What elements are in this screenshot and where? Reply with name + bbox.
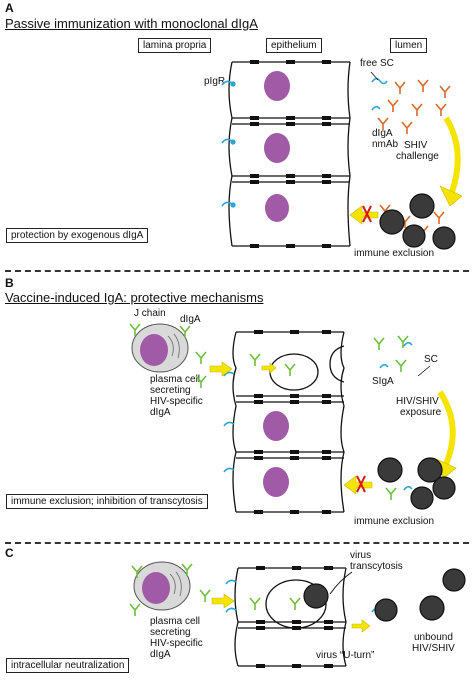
green-antibodies-c bbox=[129, 563, 301, 616]
j-chain-label: J chain bbox=[134, 308, 166, 319]
diga-nmab-label-line1: dIgA bbox=[372, 128, 393, 139]
diga-label-b: dIgA bbox=[180, 314, 201, 325]
tight-junctions-a bbox=[250, 60, 331, 248]
plasma-cell-b-line2: secreting bbox=[150, 385, 191, 396]
tight-junctions-c bbox=[256, 566, 333, 668]
divider-ab bbox=[5, 270, 469, 272]
diga-nmab-label-line2: nmAb bbox=[372, 139, 399, 150]
immune-exclusion-label-b: immune exclusion bbox=[354, 516, 435, 527]
panel-b-label: B bbox=[5, 276, 14, 290]
plasma-cell-b-line1: plasma cell bbox=[150, 374, 201, 385]
virus-particles-a bbox=[379, 193, 456, 250]
virus-transcytosis-line2: transcytosis bbox=[350, 561, 403, 572]
block-cross-a bbox=[362, 205, 372, 223]
hiv-shiv-exposure-line2: exposure bbox=[400, 407, 442, 418]
plasma-cell-c bbox=[133, 561, 191, 611]
panel-c: C plasma cell secreting HIV-specific dIg… bbox=[0, 546, 474, 680]
virus-particles-c bbox=[303, 568, 466, 622]
plasma-cell-c-line1: plasma cell bbox=[150, 616, 201, 627]
uturn-arrow bbox=[351, 619, 371, 633]
lamina-propria-label: lamina propria bbox=[138, 38, 212, 53]
unbound-label-line1: unbound bbox=[414, 632, 453, 643]
shiv-challenge-arrow bbox=[443, 116, 461, 193]
plasma-cell-c-line2: secreting bbox=[150, 627, 191, 638]
secretion-arrow-b bbox=[209, 361, 233, 377]
sc-label: SC bbox=[424, 354, 438, 365]
tight-junctions-b bbox=[254, 330, 331, 514]
secretion-arrow-c bbox=[211, 593, 235, 609]
virus-particles-b bbox=[377, 457, 456, 510]
panel-a-label: A bbox=[5, 1, 14, 15]
panel-b-title: Vaccine-induced IgA: protective mechanis… bbox=[5, 290, 264, 305]
hiv-shiv-exposure-line1: HIV/SHIV bbox=[396, 396, 439, 407]
pigr-receptors-c bbox=[225, 579, 381, 613]
blocked-entry-arrow-a bbox=[349, 205, 379, 225]
plasma-cell-b-line3: HIV-specific bbox=[150, 396, 203, 407]
plasma-cell-c-line4: dIgA bbox=[150, 649, 171, 660]
panel-b: B Vaccine-induced IgA: protective mechan… bbox=[0, 276, 474, 540]
panel-a-caption-box: protection by exogenous dIgA bbox=[6, 228, 149, 243]
free-sc-label: free SC bbox=[360, 58, 394, 69]
panel-c-caption-box: intracellular neutralization bbox=[6, 658, 130, 673]
block-cross-b bbox=[356, 475, 366, 493]
epithelium-label: epithelium bbox=[266, 38, 322, 53]
panel-c-label: C bbox=[5, 546, 14, 560]
panel-b-illustration bbox=[129, 323, 457, 514]
pigr-receptors-b bbox=[223, 341, 413, 491]
exposure-arrow bbox=[437, 390, 456, 466]
divider-bc bbox=[5, 542, 469, 544]
panel-a-title: Passive immunization with monoclonal dIg… bbox=[5, 16, 258, 31]
lumen-label: lumen bbox=[390, 38, 428, 53]
unbound-label-line2: HIV/SHIV bbox=[412, 643, 455, 654]
immune-exclusion-label-a: immune exclusion bbox=[354, 248, 435, 259]
virus-uturn-label: virus “U-turn” bbox=[316, 650, 375, 661]
transcytosis-arrow-b bbox=[261, 362, 277, 374]
plasma-cell-c-line3: HIV-specific bbox=[150, 638, 203, 649]
pigr-receptors-a bbox=[221, 77, 388, 208]
siga-label: SIgA bbox=[372, 376, 394, 387]
plasma-cell-b bbox=[131, 323, 189, 373]
nuclei-a bbox=[264, 71, 290, 222]
epithelial-cells-c bbox=[234, 567, 347, 667]
shiv-challenge-arrowhead bbox=[439, 185, 463, 207]
panel-c-illustration bbox=[129, 561, 466, 668]
transcytosis-pointer bbox=[329, 571, 353, 595]
pigr-label: pIgR bbox=[204, 76, 226, 87]
plasma-cell-b-line4: dIgA bbox=[150, 407, 171, 418]
virus-transcytosis-line1: virus bbox=[350, 550, 372, 561]
nuclei-b bbox=[263, 411, 289, 497]
panel-b-caption-box: immune exclusion; inhibition of transcyt… bbox=[6, 494, 208, 509]
shiv-challenge-label-line2: challenge bbox=[396, 151, 439, 162]
panel-a-illustration bbox=[221, 60, 463, 250]
panel-a: A Passive immunization with monoclonal d… bbox=[0, 0, 474, 268]
shiv-challenge-label-line1: SHIV bbox=[404, 140, 428, 151]
blocked-entry-arrow-b bbox=[343, 475, 373, 495]
